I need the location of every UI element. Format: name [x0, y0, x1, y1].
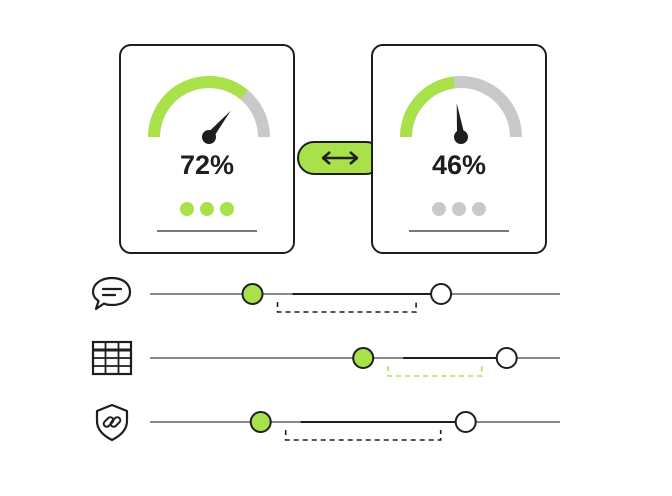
slider-handle-green	[241, 283, 264, 305]
range-slider-2[interactable]	[150, 338, 560, 378]
gauge-card-left: 72%	[119, 44, 295, 254]
slider-handle-green	[249, 411, 272, 433]
gauge-left	[148, 76, 270, 144]
percent-label-right: 46%	[431, 150, 487, 180]
gauge-right-fill	[400, 76, 456, 138]
status-dot	[472, 202, 486, 216]
chat-bubble-icon	[91, 276, 132, 311]
range-slider-1[interactable]	[150, 274, 560, 314]
gauge-left-needle-icon	[202, 110, 231, 144]
shield-link-icon	[95, 403, 129, 442]
table-grid-icon	[91, 340, 133, 376]
status-dots-left	[121, 202, 293, 216]
range-slider-3[interactable]	[150, 402, 560, 442]
status-dot	[220, 202, 234, 216]
slider-handle-green	[352, 347, 375, 369]
gauge-left-fill	[148, 76, 248, 138]
card-divider	[409, 230, 509, 232]
status-dot	[180, 202, 194, 216]
double-arrow-icon	[321, 151, 359, 165]
status-dot	[452, 202, 466, 216]
gauge-right	[400, 76, 522, 144]
status-dot	[200, 202, 214, 216]
gauge-card-right: 46%	[371, 44, 547, 254]
status-dots-right	[373, 202, 545, 216]
status-dot	[432, 202, 446, 216]
gauge-right-needle-icon	[454, 103, 468, 144]
slider-handle-white	[430, 283, 453, 305]
slider-handle-white	[454, 411, 477, 433]
slider-handle-white	[495, 347, 518, 369]
card-divider	[157, 230, 257, 232]
percent-label-left: 72%	[179, 150, 235, 180]
